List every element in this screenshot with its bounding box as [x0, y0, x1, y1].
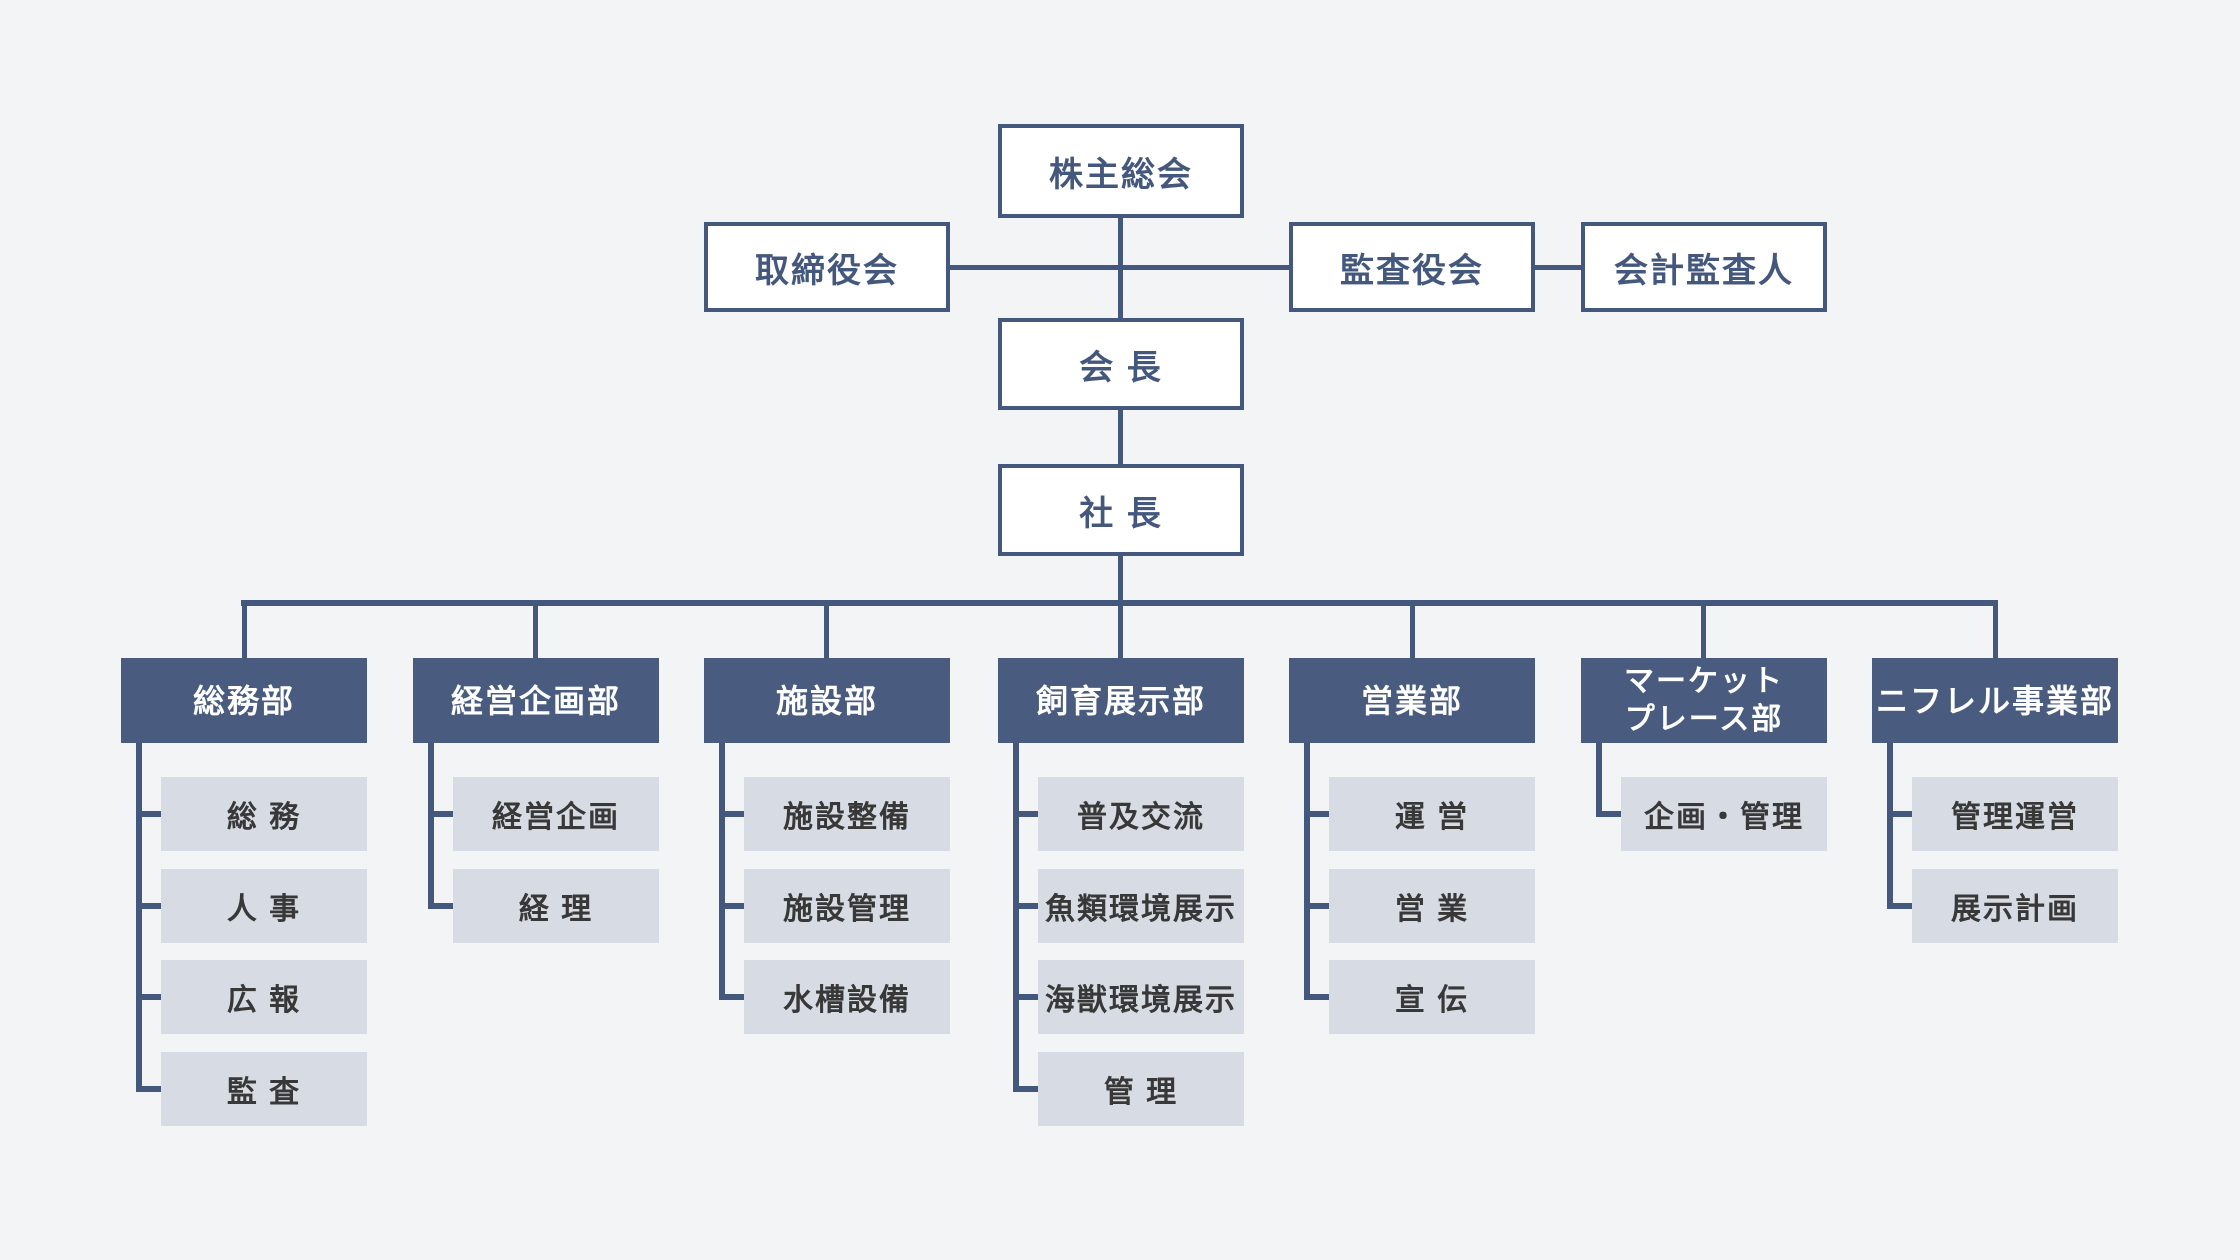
org-unit: 経 理	[453, 869, 659, 943]
connector-line	[1701, 606, 1706, 658]
org-unit: 魚類環境展示	[1038, 869, 1244, 943]
org-unit: 広 報	[161, 960, 367, 1034]
connector-line	[136, 903, 163, 909]
org-unit: 営 業	[1329, 869, 1535, 943]
node-accounting-auditor: 会計監査人	[1581, 222, 1827, 312]
connector-line	[533, 606, 538, 658]
connector-line	[1013, 811, 1040, 817]
connector-line	[1013, 1086, 1040, 1092]
org-unit: 展示計画	[1912, 869, 2118, 943]
org-unit: 監 査	[161, 1052, 367, 1126]
connector-line	[1304, 903, 1331, 909]
org-unit: 海獣環境展示	[1038, 960, 1244, 1034]
dept-husbandry-exhibition: 飼育展示部	[998, 658, 1244, 743]
dept-general-affairs: 総務部	[121, 658, 367, 743]
dept-facilities: 施設部	[704, 658, 950, 743]
connector-line	[824, 606, 829, 658]
node-audit-board: 監査役会	[1289, 222, 1535, 312]
connector-line	[1993, 606, 1998, 658]
connector-line	[428, 743, 434, 909]
org-unit: 施設管理	[744, 869, 950, 943]
org-unit: 経営企画	[453, 777, 659, 851]
connector-line	[1887, 743, 1893, 909]
connector-line	[136, 1086, 163, 1092]
connector-line	[241, 600, 1998, 606]
connector-line	[1118, 606, 1123, 658]
org-unit: 普及交流	[1038, 777, 1244, 851]
connector-line	[136, 994, 163, 1000]
org-unit: 運 営	[1329, 777, 1535, 851]
dept-sales: 営業部	[1289, 658, 1535, 743]
dept-marketplace: マーケット プレース部	[1581, 658, 1827, 743]
connector-line	[1596, 811, 1623, 817]
connector-line	[242, 606, 247, 658]
node-board-of-directors: 取締役会	[704, 222, 950, 312]
org-unit: 管 理	[1038, 1052, 1244, 1126]
connector-line	[1596, 743, 1602, 817]
connector-line	[719, 811, 746, 817]
connector-line	[1118, 556, 1123, 602]
node-shareholders-meeting: 株主総会	[998, 124, 1244, 218]
connector-line	[1887, 903, 1914, 909]
connector-line	[950, 265, 1289, 270]
connector-line	[1304, 811, 1331, 817]
org-unit: 宣 伝	[1329, 960, 1535, 1034]
connector-line	[136, 743, 142, 1092]
connector-line	[1118, 410, 1123, 464]
connector-line	[1304, 743, 1310, 1000]
org-unit: 管理運営	[1912, 777, 2118, 851]
connector-line	[719, 994, 746, 1000]
connector-line	[1013, 743, 1019, 1092]
connector-line	[136, 811, 163, 817]
org-unit: 施設整備	[744, 777, 950, 851]
connector-line	[1013, 994, 1040, 1000]
dept-nifrel-business: ニフレル事業部	[1872, 658, 2118, 743]
connector-line	[1304, 994, 1331, 1000]
connector-line	[1887, 811, 1914, 817]
org-unit: 総 務	[161, 777, 367, 851]
connector-line	[428, 811, 455, 817]
org-unit: 人 事	[161, 869, 367, 943]
node-chairman: 会 長	[998, 318, 1244, 410]
connector-line	[428, 903, 455, 909]
dept-corporate-planning: 経営企画部	[413, 658, 659, 743]
connector-line	[1410, 606, 1415, 658]
connector-line	[1535, 265, 1581, 270]
org-unit: 水槽設備	[744, 960, 950, 1034]
node-president: 社 長	[998, 464, 1244, 556]
connector-line	[719, 743, 725, 1000]
connector-line	[1013, 903, 1040, 909]
connector-line	[719, 903, 746, 909]
org-unit: 企画・管理	[1621, 777, 1827, 851]
